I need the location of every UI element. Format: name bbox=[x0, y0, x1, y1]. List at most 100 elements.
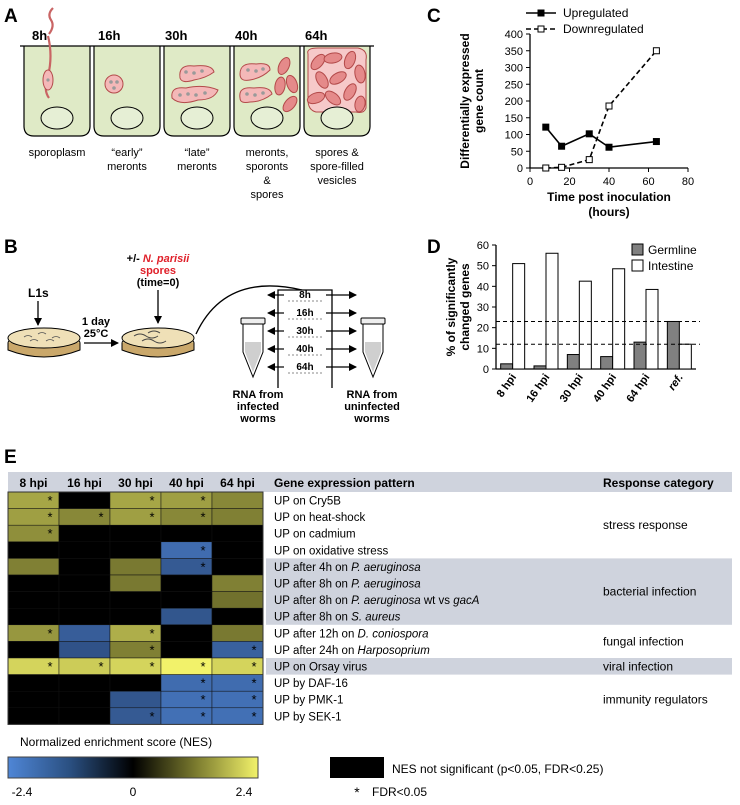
row-label: UP by SEK-1 bbox=[274, 711, 342, 723]
category-label: stress response bbox=[603, 518, 688, 532]
bar-germline bbox=[666, 320, 680, 370]
scale-tick-label: -2.4 bbox=[12, 785, 33, 799]
panel-a-captions: sporoplasm“early”meronts“late”merontsmer… bbox=[29, 147, 364, 201]
column-header: 40 hpi bbox=[169, 476, 204, 490]
heatmap-cell bbox=[160, 591, 213, 609]
row-label-part: P. aeruginosa bbox=[351, 579, 420, 591]
column-header: 8 hpi bbox=[19, 476, 47, 490]
cell-40h: 40h bbox=[233, 28, 304, 137]
y-axis-label: Differentially expressed bbox=[458, 33, 472, 168]
bar-intestine bbox=[578, 280, 592, 370]
plate-infection bbox=[121, 327, 195, 358]
heatmap-cell bbox=[58, 607, 111, 626]
column-header: 64 hpi bbox=[220, 476, 255, 490]
x-tick-label: 16 hpi bbox=[524, 372, 552, 405]
timepoint-label: 16h bbox=[296, 308, 313, 319]
legend-label: Intestine bbox=[648, 259, 694, 273]
category-header: Response category bbox=[603, 476, 714, 490]
significance-star: * bbox=[149, 493, 154, 508]
stage-caption: vesicles bbox=[317, 175, 357, 187]
y-tick-label: 60 bbox=[477, 240, 489, 252]
row-label-part: UP after 24h on bbox=[274, 645, 358, 657]
heatmap-cell bbox=[7, 674, 60, 692]
y-tick-label: 30 bbox=[477, 302, 489, 314]
row-label-part: UP after 8h on bbox=[274, 595, 351, 607]
y-tick-label: 350 bbox=[505, 46, 523, 58]
significance-star: * bbox=[200, 559, 205, 574]
significance-star: * bbox=[200, 676, 205, 691]
heatmap-cell bbox=[160, 524, 213, 543]
heatmap-cell bbox=[7, 607, 60, 626]
row-label-part: S. aureus bbox=[351, 612, 400, 624]
plate-l1s bbox=[7, 327, 81, 358]
category-label: bacterial infection bbox=[603, 585, 696, 599]
time-label: 30h bbox=[165, 28, 187, 43]
row-label-part: UP by SEK-1 bbox=[274, 711, 342, 723]
row-label-part: UP after 12h on bbox=[274, 628, 358, 640]
y-tick-label: 100 bbox=[505, 130, 523, 142]
x-tick-label: 30 hpi bbox=[558, 372, 586, 405]
legend-label: Upregulated bbox=[563, 6, 628, 20]
cell-30h: 30h bbox=[163, 28, 234, 137]
heatmap-cell bbox=[211, 541, 264, 559]
data-point-upregulated bbox=[652, 138, 660, 146]
heatmap-cell bbox=[58, 707, 111, 725]
time-label: 40h bbox=[235, 28, 257, 43]
pattern-header: Gene expression pattern bbox=[274, 476, 415, 490]
heatmap-cell bbox=[109, 541, 162, 559]
heatmap-cell bbox=[109, 690, 162, 709]
significance-star: * bbox=[200, 659, 205, 674]
x-axis-label: (hours) bbox=[588, 205, 629, 219]
row-label-part: UP on heat-shock bbox=[274, 512, 365, 524]
heatmap-cell bbox=[109, 607, 162, 626]
heatmap-cell bbox=[7, 707, 60, 725]
significance-star: * bbox=[47, 526, 52, 541]
heatmap-cell bbox=[160, 574, 213, 592]
x-tick-label: 40 hpi bbox=[591, 372, 619, 405]
panel-label-a: A bbox=[4, 6, 18, 27]
row-label: UP by PMK-1 bbox=[274, 695, 343, 707]
heatmap-cell bbox=[109, 558, 162, 576]
row-label-part: UP on Cry5B bbox=[274, 496, 341, 508]
data-point-upregulated bbox=[585, 130, 593, 138]
bar-germline bbox=[600, 356, 614, 370]
row-label-part: UP on oxidative stress bbox=[274, 545, 388, 557]
heatmap-cell bbox=[109, 674, 162, 692]
rna-infected-label: worms bbox=[239, 413, 275, 425]
row-label: UP after 12h on D. coniospora bbox=[274, 628, 429, 640]
spores-label: +/- N. parisii bbox=[127, 253, 191, 265]
tube-uninfected bbox=[360, 317, 386, 379]
row-label-part: P. aeruginosa bbox=[351, 595, 420, 607]
panel-label-e: E bbox=[4, 447, 17, 468]
category-label: immunity regulators bbox=[603, 693, 708, 707]
heatmap-cell bbox=[58, 524, 111, 543]
scale-tick-label: 2.4 bbox=[236, 785, 253, 799]
significance-star: * bbox=[251, 709, 256, 724]
timepoint-label: 30h bbox=[296, 326, 313, 337]
data-point-upregulated bbox=[542, 123, 550, 131]
legend-label: Downregulated bbox=[563, 22, 644, 36]
l1s-label: L1s bbox=[28, 286, 49, 300]
heatmap-cell bbox=[211, 574, 264, 592]
column-header: 16 hpi bbox=[67, 476, 102, 490]
y-tick-label: 400 bbox=[505, 29, 523, 41]
significance-star: * bbox=[47, 493, 52, 508]
heatmap-cell bbox=[58, 690, 111, 709]
y-tick-label: 150 bbox=[505, 113, 523, 125]
y-tick-label: 250 bbox=[505, 79, 523, 91]
category-label: fungal infection bbox=[603, 634, 684, 648]
y-tick-label: 40 bbox=[477, 281, 489, 293]
bar-intestine bbox=[545, 252, 559, 370]
category-label: viral infection bbox=[603, 659, 673, 673]
significance-star: * bbox=[47, 510, 52, 525]
legend-ns-swatch bbox=[330, 757, 384, 778]
stage-caption: meronts bbox=[107, 161, 147, 173]
heatmap-cell bbox=[211, 624, 264, 642]
significance-star: * bbox=[251, 676, 256, 691]
y-tick-label: 20 bbox=[477, 323, 489, 335]
significance-star: * bbox=[98, 510, 103, 525]
heatmap-cell bbox=[211, 591, 264, 609]
